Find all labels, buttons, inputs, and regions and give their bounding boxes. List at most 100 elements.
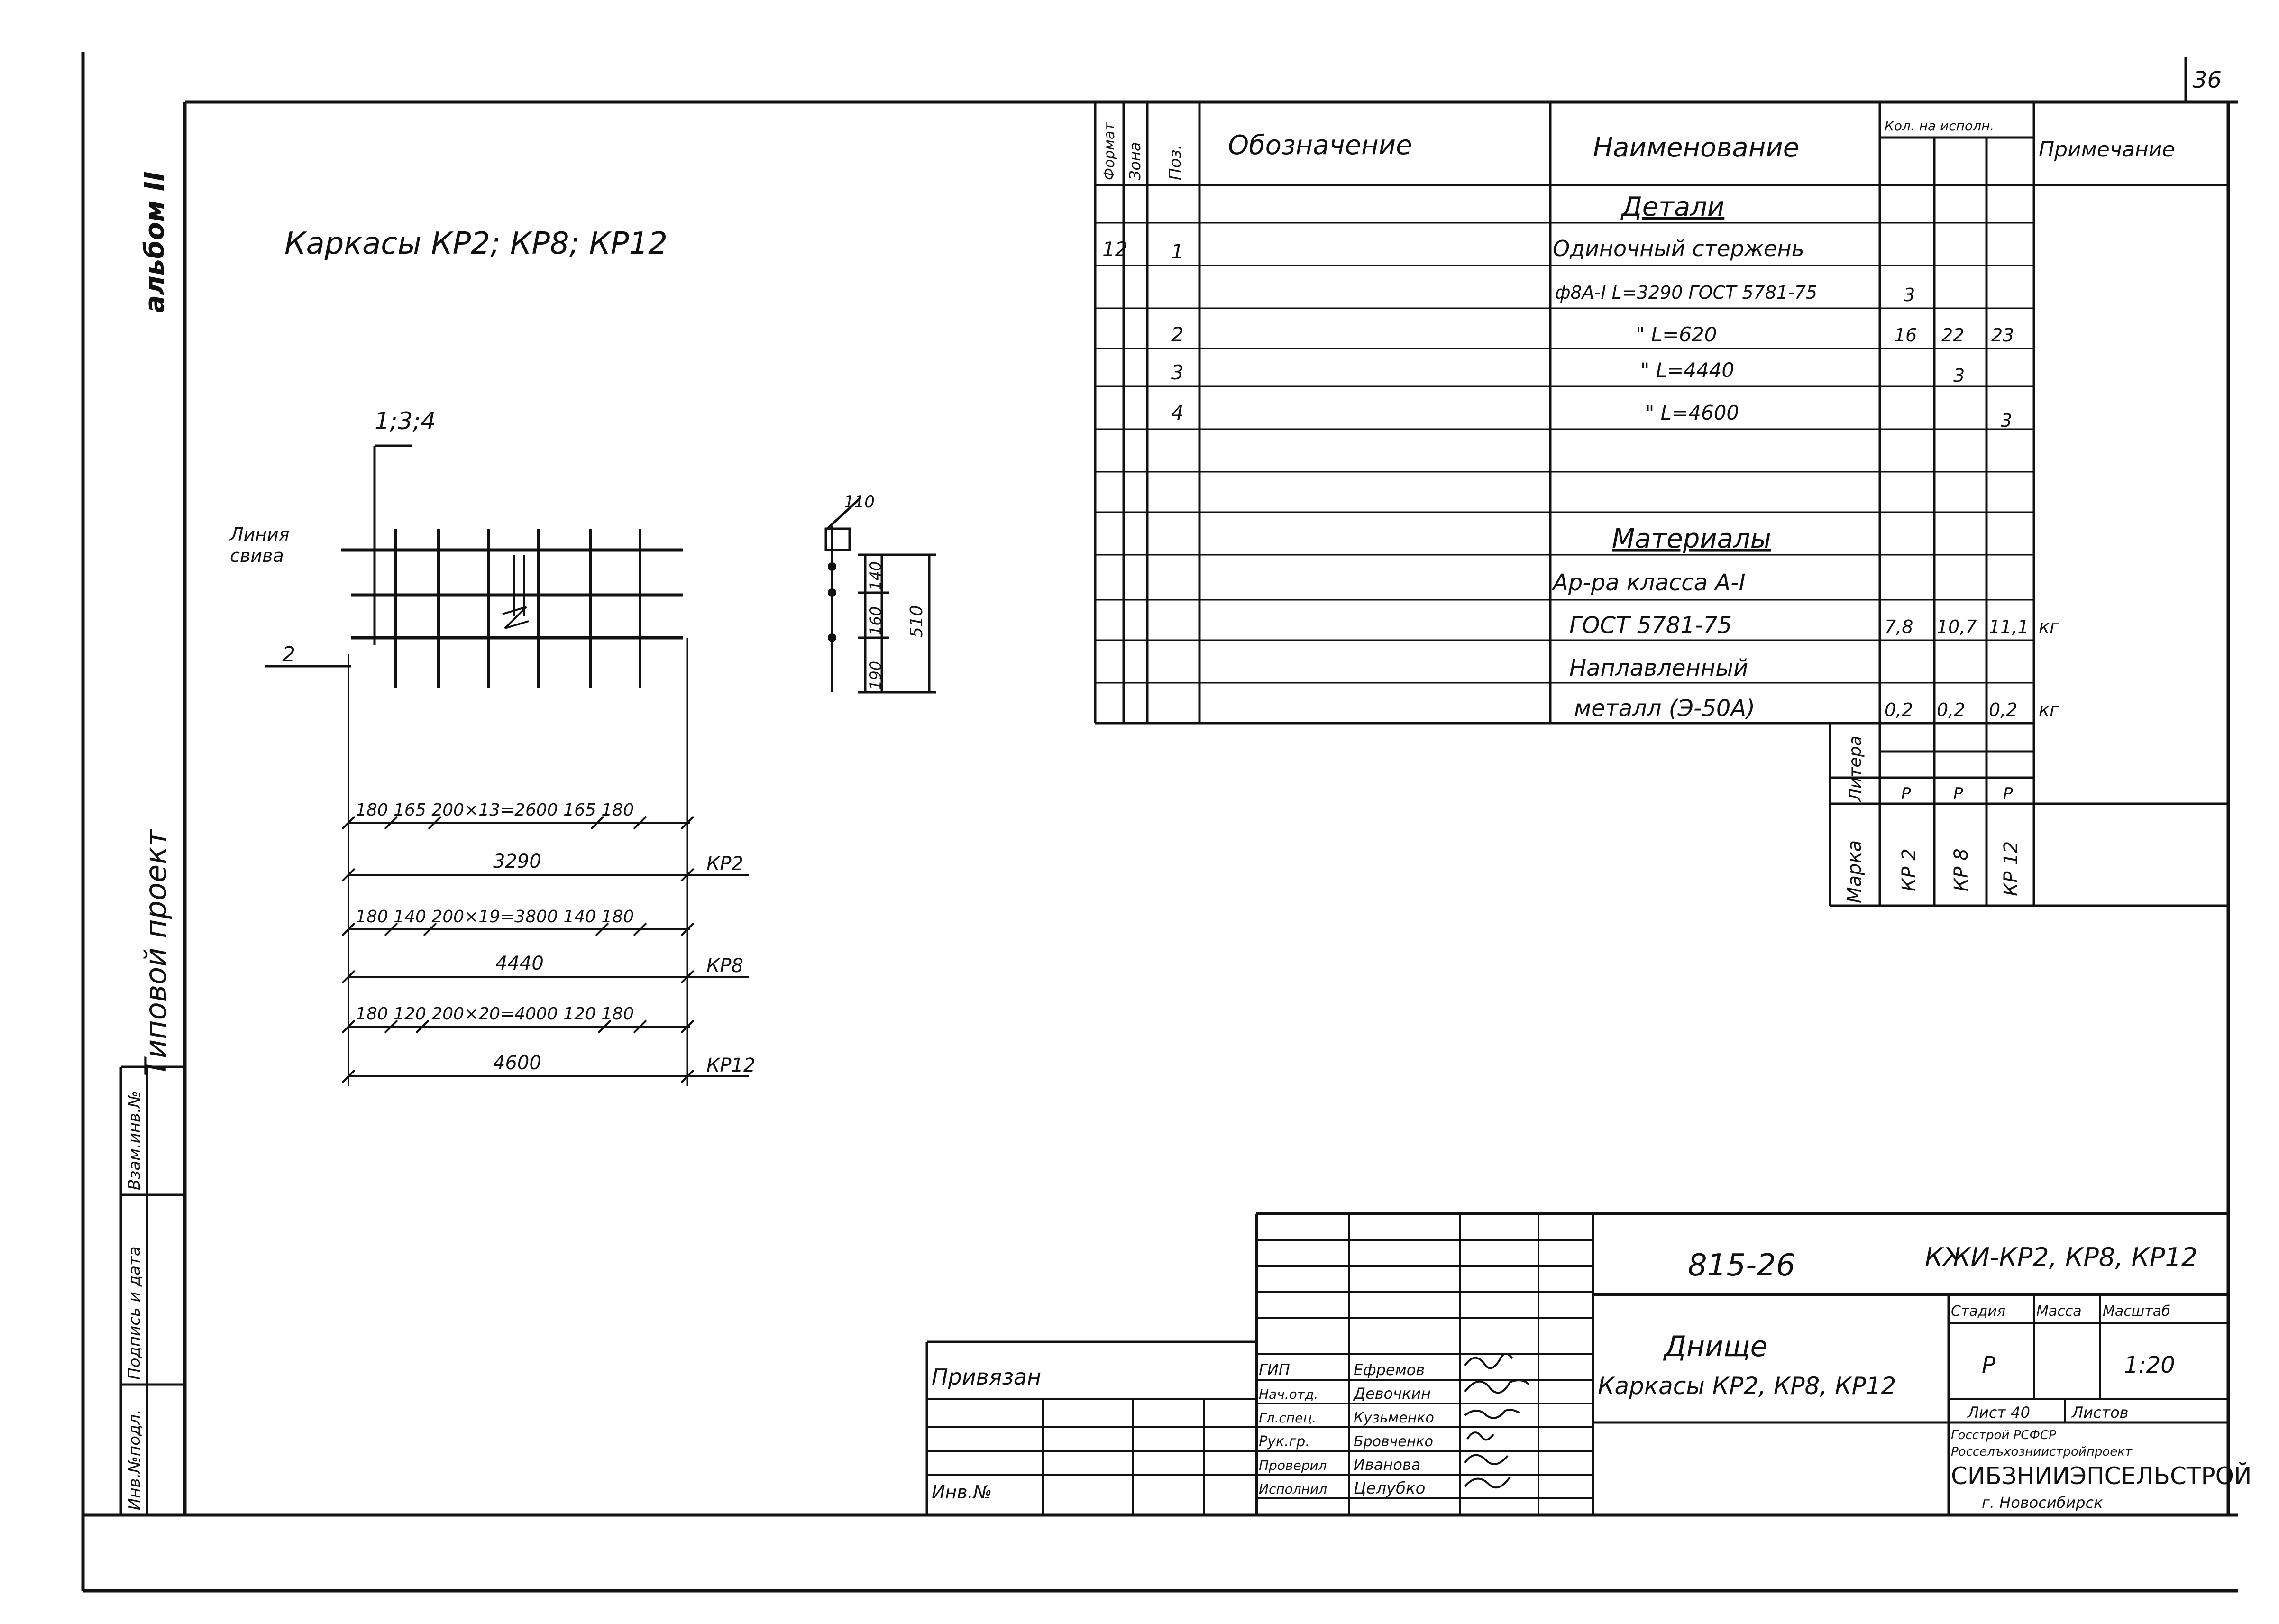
- sheet-label: Лист 40: [1967, 1404, 2030, 1422]
- row-note: кг: [2039, 616, 2059, 637]
- col-position: Поз.: [1166, 145, 1185, 180]
- row-qty-kp2: 16: [1894, 325, 1917, 346]
- row-qty-kp12: 0,2: [1989, 699, 2017, 720]
- org-line-2: Росселъхозниистройпроект: [1951, 1445, 2133, 1459]
- spec-row-materials-heading: Материалы: [1612, 523, 1771, 554]
- row-name: " L=620: [1636, 323, 1717, 346]
- spec-table-grid: [1094, 102, 2228, 907]
- margin-cell-replace-inv: Взам.инв.№: [125, 1091, 144, 1190]
- spec-row-10: металл (Э-50А) 0,2 0,2 0,2 кг: [1574, 695, 2059, 722]
- row-format: 12: [1102, 238, 1127, 261]
- section-dim-160: 160: [867, 606, 885, 635]
- col-qty: Кол. на исполн.: [1885, 118, 1994, 134]
- position-2-label: 2: [282, 642, 295, 667]
- col-name: Наименование: [1593, 132, 1799, 163]
- sheets-label: Листов: [2071, 1404, 2129, 1422]
- marka-label: Марка: [1844, 840, 1866, 903]
- weld-line-label-1: Линия: [229, 524, 290, 545]
- row-qty-kp2: 3: [1904, 284, 1915, 305]
- col-format: Формат: [1101, 122, 1118, 180]
- drawing-code: КЖИ-КР2, КР8, КР12: [1925, 1242, 2197, 1272]
- stage-value: Р: [1982, 1352, 1995, 1378]
- row-pos: 2: [1171, 323, 1184, 346]
- row-qty-kp2: 7,8: [1885, 616, 1913, 637]
- signatures-table: ГИП Ефремов Нач.отд. Девочкин Гл.спец. К…: [1259, 1361, 1434, 1498]
- project-number: 815-26: [1688, 1248, 1795, 1283]
- litera-kp12: Р: [2003, 784, 2013, 803]
- inv-number-label: Инв.№: [932, 1482, 992, 1503]
- title-block-grid: [925, 1212, 2228, 1515]
- stage-header: Стадия: [1951, 1303, 2005, 1320]
- marka-kp2: КР 2: [1898, 848, 1920, 891]
- dim-kp12-total: 4600: [493, 1052, 541, 1074]
- row-name: ф8А-I L=3290 ГОСТ 5781-75: [1555, 282, 1817, 303]
- spec-row-3: 2 " L=620 16 22 23: [1171, 323, 2014, 346]
- litera-label: Литера: [1846, 736, 1865, 803]
- scale-header: Масштаб: [2103, 1303, 2170, 1320]
- section-dim-510: 510: [907, 605, 926, 638]
- sheet-frame: [81, 52, 2238, 1593]
- dim-kp8-total: 4440: [495, 953, 544, 974]
- row-name: ГОСТ 5781-75: [1569, 612, 1732, 639]
- sig-name: Иванова: [1354, 1456, 1420, 1474]
- section-dim-140: 140: [867, 561, 885, 590]
- section-dim-110: 110: [844, 493, 875, 512]
- row-name: Детали: [1620, 192, 1724, 222]
- row-qty-kp12: 11,1: [1989, 616, 2029, 637]
- marka-kp8: КР 8: [1950, 848, 1972, 891]
- row-qty-kp12: 3: [2001, 410, 2012, 431]
- row-name: " L=4600: [1645, 401, 1739, 424]
- spec-row-7: Ар-ра класса А-I: [1551, 569, 1746, 596]
- litera-kp8: Р: [1953, 784, 1963, 803]
- row-qty-kp2: 0,2: [1885, 699, 1913, 720]
- spec-row-1: 12 1 Одиночный стержень: [1102, 236, 1804, 263]
- row-pos: 3: [1171, 361, 1184, 384]
- spec-row-details-heading: Детали: [1620, 192, 1724, 222]
- row-qty-kp8: 10,7: [1937, 616, 1977, 637]
- row-name: Одиночный стержень: [1553, 236, 1804, 261]
- col-designation: Обозначение: [1228, 130, 1412, 161]
- cross-section-bars: [828, 562, 836, 642]
- spec-table-rows: [1095, 222, 2034, 684]
- sig-name: Ефремов: [1354, 1361, 1425, 1379]
- dim-kp2-total: 3290: [493, 851, 541, 872]
- section-dim-190: 190: [867, 661, 885, 690]
- spec-row-4: 3 " L=4440 3: [1171, 358, 1965, 386]
- row-name: Материалы: [1612, 523, 1771, 554]
- dim-kp8-chain: 180 140 200×19=3800 140 180: [356, 907, 634, 927]
- margin-cell-inv-number: Инв.№подл.: [125, 1409, 144, 1510]
- spec-row-5: 4 " L=4600 3: [1171, 401, 2012, 431]
- privyazan-label: Привязан: [932, 1364, 1041, 1390]
- handwritten-signatures: [1464, 1353, 1530, 1489]
- sig-name: Кузьменко: [1354, 1410, 1434, 1426]
- row-qty-kp8: 3: [1953, 365, 1965, 386]
- marka-kp12: КР 12: [2000, 841, 2022, 896]
- litera-kp2: Р: [1901, 784, 1911, 803]
- dimension-ticks: [341, 816, 695, 1083]
- sig-role: Проверил: [1259, 1458, 1327, 1473]
- dim-kp12-mark: КР12: [706, 1055, 755, 1076]
- sig-role: Рук.гр.: [1259, 1433, 1310, 1450]
- cross-section: [824, 497, 936, 694]
- album-label: альбом II: [139, 171, 170, 313]
- dimension-lines: [348, 822, 749, 1077]
- org-city: г. Новосибирск: [1982, 1494, 2103, 1512]
- position-callout: 1;3;4: [375, 407, 436, 435]
- row-name: " L=4440: [1640, 358, 1734, 382]
- dim-kp2-chain: 180 165 200×13=2600 165 180: [356, 800, 634, 820]
- project-type-label: Типовой проект: [138, 828, 173, 1076]
- row-qty-kp12: 23: [1991, 325, 2014, 346]
- dim-kp12-chain: 180 120 200×20=4000 120 180: [356, 1004, 634, 1024]
- sig-role: ГИП: [1259, 1361, 1290, 1379]
- sig-role: Исполнил: [1259, 1481, 1327, 1497]
- sig-name: Целубко: [1354, 1479, 1425, 1498]
- col-note: Примечание: [2039, 138, 2175, 162]
- scale-value: 1:20: [2124, 1352, 2175, 1378]
- drawing-title: Каркасы КР2; КР8; КР12: [284, 226, 668, 261]
- weld-line-label-2: свива: [230, 545, 284, 566]
- row-note: кг: [2039, 699, 2059, 720]
- sig-name: Девочкин: [1353, 1385, 1431, 1403]
- col-zone: Зона: [1126, 142, 1144, 180]
